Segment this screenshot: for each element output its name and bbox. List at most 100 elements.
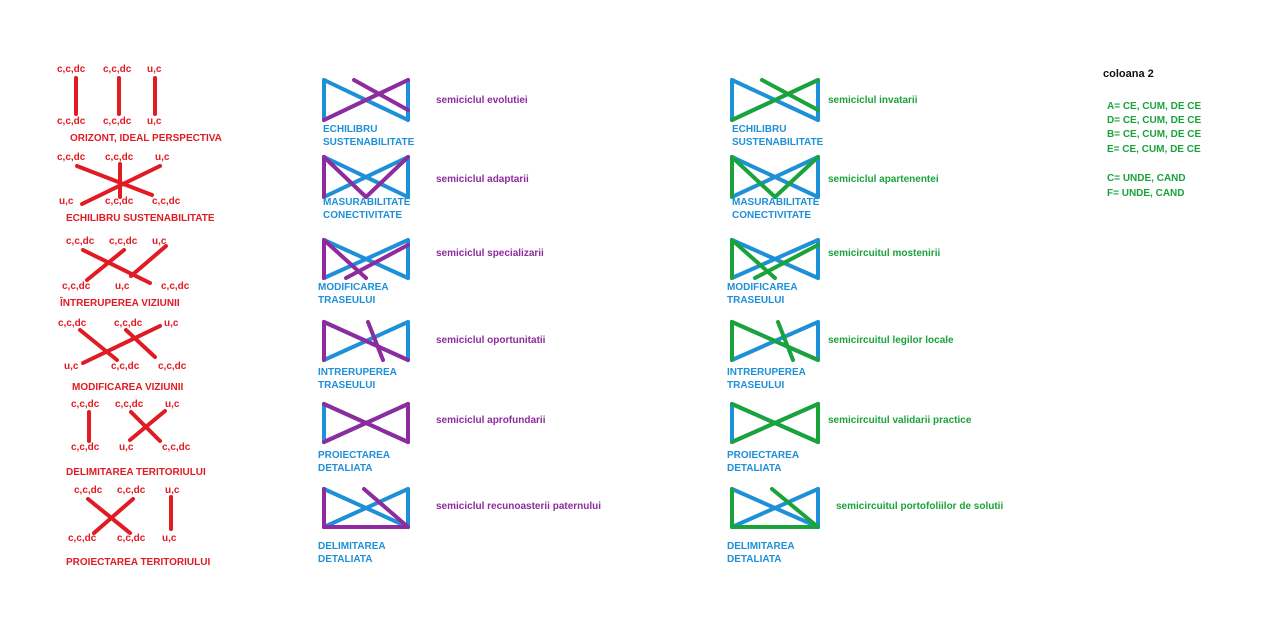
- semicycle-caption: semiciclul oportunitatii: [436, 335, 546, 346]
- node-label-top: u,c: [165, 399, 180, 410]
- group-title: ECHILIBRU SUSTENABILITATE: [66, 213, 215, 224]
- bowtie-overlay: [364, 155, 410, 199]
- shape-label: MODIFICAREA: [727, 282, 798, 293]
- bowtie-overlay: [773, 155, 820, 199]
- bowtie-overlay: [322, 155, 368, 199]
- bowtie-overlay: [352, 78, 410, 112]
- node-label-top: c,c,dc: [57, 64, 86, 75]
- node-label-bottom: c,c,dc: [152, 196, 181, 207]
- node-label-bottom: u,c: [119, 442, 134, 453]
- node-label-top: c,c,dc: [105, 152, 134, 163]
- group-title: ÎNTRERUPEREA VIZIUNII: [60, 298, 180, 309]
- shape-label: CONECTIVITATE: [732, 210, 812, 221]
- bowtie-overlay: [730, 155, 777, 199]
- node-label-top: c,c,dc: [117, 485, 146, 496]
- group-title: PROIECTAREA TERITORIULUI: [66, 557, 211, 568]
- connector-line: [124, 328, 157, 359]
- node-label-top: c,c,dc: [115, 399, 144, 410]
- bowtie-overlay: [322, 78, 410, 122]
- node-label-bottom: u,c: [115, 281, 130, 292]
- shape-label: DETALIATA: [727, 463, 782, 474]
- shape-label: SUSTENABILITATE: [323, 137, 415, 148]
- shape-label: MASURABILITATE: [732, 197, 820, 208]
- connector-line: [92, 497, 135, 535]
- shape-label: MASURABILITATE: [323, 197, 411, 208]
- legend-line: B= CE, CUM, DE CE: [1107, 129, 1202, 140]
- shape-label: DELIMITAREA: [318, 541, 386, 552]
- semicycle-caption: semiciclul invatarii: [828, 95, 918, 106]
- shape-label: DELIMITAREA: [727, 541, 795, 552]
- legend-line: E= CE, CUM, DE CE: [1107, 144, 1201, 155]
- bowtie-overlay: [770, 487, 820, 529]
- connector-line: [128, 409, 167, 442]
- semicycle-caption: semicircuitul portofoliilor de solutii: [836, 501, 1004, 512]
- bowtie-overlay: [344, 243, 410, 280]
- bowtie-edge: [730, 487, 820, 529]
- node-label-bottom: c,c,dc: [68, 533, 97, 544]
- node-label-top: c,c,dc: [66, 236, 95, 247]
- semicycle-caption: semiciclul apartenentei: [828, 174, 939, 185]
- shape-label: TRASEULUI: [727, 295, 785, 306]
- node-label-bottom: u,c: [64, 361, 79, 372]
- legend-line: C= UNDE, CAND: [1107, 173, 1186, 184]
- shape-label: ECHILIBRU: [323, 124, 378, 135]
- node-label-bottom: u,c: [147, 116, 162, 127]
- connector-line: [81, 248, 152, 285]
- node-label-top: c,c,dc: [71, 399, 100, 410]
- bowtie-overlay: [760, 78, 820, 112]
- connector-line: [86, 497, 132, 535]
- node-label-top: c,c,dc: [74, 485, 103, 496]
- node-label-bottom: c,c,dc: [103, 116, 132, 127]
- node-label-bottom: c,c,dc: [71, 442, 100, 453]
- bowtie-overlay: [730, 320, 820, 362]
- connector-line: [81, 324, 162, 365]
- node-label-bottom: c,c,dc: [158, 361, 187, 372]
- bowtie-overlay: [322, 402, 410, 444]
- shape-label: TRASEULUI: [318, 380, 376, 391]
- node-label-bottom: c,c,dc: [111, 361, 140, 372]
- node-label-top: c,c,dc: [103, 64, 132, 75]
- shape-label: INTRERUPEREA: [318, 367, 397, 378]
- shape-label: DETALIATA: [318, 554, 373, 565]
- bowtie-overlay: [322, 320, 410, 362]
- legend-line: D= CE, CUM, DE CE: [1107, 115, 1202, 126]
- bowtie-edge: [730, 155, 820, 199]
- connector-line: [129, 244, 168, 278]
- group-title: MODIFICAREA VIZIUNII: [72, 382, 184, 393]
- shape-label: TRASEULUI: [727, 380, 785, 391]
- shape-label: PROIECTAREA: [318, 450, 391, 461]
- semicycle-caption: semicircuitul legilor locale: [828, 335, 954, 346]
- node-label-bottom: u,c: [59, 196, 74, 207]
- node-label-top: u,c: [165, 485, 180, 496]
- node-label-bottom: c,c,dc: [105, 196, 134, 207]
- semicycle-caption: semiciclul adaptarii: [436, 174, 529, 185]
- connector-line: [85, 248, 126, 282]
- connector-line: [75, 164, 154, 197]
- node-label-top: u,c: [147, 64, 162, 75]
- shape-label: ECHILIBRU: [732, 124, 787, 135]
- bowtie-overlay: [366, 320, 385, 362]
- shape-label: TRASEULUI: [318, 295, 376, 306]
- semicycle-caption: semicircuitul validarii practice: [828, 415, 972, 426]
- bowtie-overlay: [776, 320, 795, 362]
- bowtie-edge: [730, 238, 820, 280]
- bowtie-overlay: [730, 78, 820, 122]
- node-label-top: c,c,dc: [114, 318, 143, 329]
- legend-line: F= UNDE, CAND: [1107, 188, 1185, 199]
- shape-label: INTRERUPEREA: [727, 367, 806, 378]
- node-label-top: c,c,dc: [109, 236, 138, 247]
- shape-label: CONECTIVITATE: [323, 210, 403, 221]
- node-label-bottom: u,c: [162, 533, 177, 544]
- legend-line: A= CE, CUM, DE CE: [1107, 101, 1202, 112]
- semicycle-caption: semicircuitul mostenirii: [828, 248, 941, 259]
- bowtie-edge: [322, 238, 410, 280]
- bowtie-edge: [322, 487, 410, 529]
- node-label-bottom: c,c,dc: [162, 442, 191, 453]
- semicycle-caption: semiciclul specializarii: [436, 248, 544, 259]
- shape-label: SUSTENABILITATE: [732, 137, 824, 148]
- node-label-bottom: c,c,dc: [57, 116, 86, 127]
- shape-label: DETALIATA: [318, 463, 373, 474]
- shape-label: MODIFICAREA: [318, 282, 389, 293]
